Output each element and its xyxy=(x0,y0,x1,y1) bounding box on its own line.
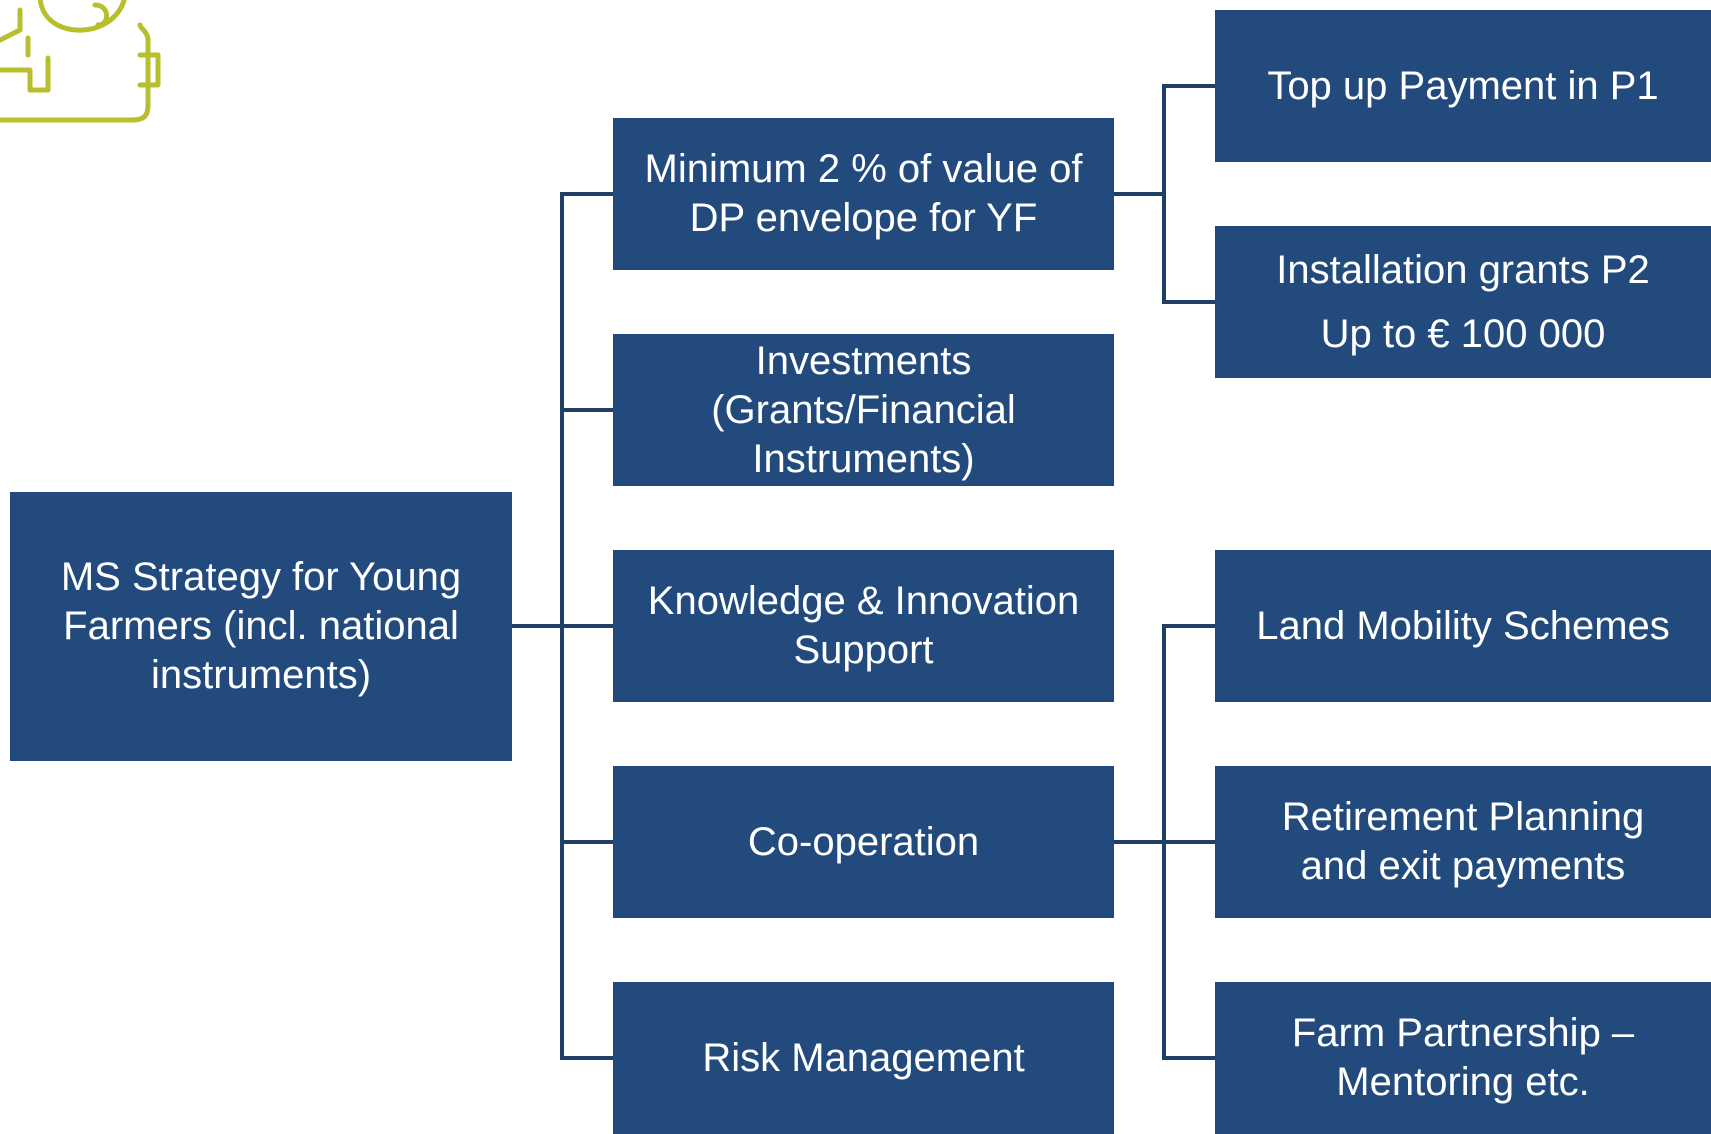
node-installation-grants-label: Installation grants P2 Up to € 100 000 xyxy=(1276,248,1650,356)
node-land-mobility: Land Mobility Schemes xyxy=(1215,550,1711,702)
node-farm-partnership: Farm Partnership – Mentoring etc. xyxy=(1215,982,1711,1134)
node-retirement-planning: Retirement Planning and exit payments xyxy=(1215,766,1711,918)
node-co-operation: Co-operation xyxy=(613,766,1114,918)
node-retirement-planning-label: Retirement Planning and exit payments xyxy=(1281,795,1645,888)
node-farm-partnership-label: Farm Partnership – Mentoring etc. xyxy=(1291,1011,1635,1104)
node-land-mobility-label: Land Mobility Schemes xyxy=(1256,603,1670,648)
root-node-label: MS Strategy for Young Farmers (incl. nat… xyxy=(60,555,462,697)
node-top-up-payment-label: Top up Payment in P1 xyxy=(1267,63,1659,108)
node-dp-envelope-label: Minimum 2 % of value of DP envelope for … xyxy=(644,147,1083,240)
node-dp-envelope: Minimum 2 % of value of DP envelope for … xyxy=(613,118,1114,270)
root-node: MS Strategy for Young Farmers (incl. nat… xyxy=(10,492,512,761)
node-co-operation-label: Co-operation xyxy=(747,819,980,864)
node-top-up-payment: Top up Payment in P1 xyxy=(1215,10,1711,162)
node-risk-management: Risk Management xyxy=(613,982,1114,1134)
node-risk-management-label: Risk Management xyxy=(702,1035,1025,1080)
node-installation-grants: Installation grants P2 Up to € 100 000 xyxy=(1215,226,1711,378)
node-knowledge-innovation-label: Knowledge & Innovation Support xyxy=(647,579,1080,672)
node-knowledge-innovation: Knowledge & Innovation Support xyxy=(613,550,1114,702)
farmer-icon xyxy=(0,0,161,123)
node-investments: Investments (Grants/Financial Instrument… xyxy=(613,334,1114,486)
node-investments-label: Investments (Grants/Financial Instrument… xyxy=(711,338,1016,481)
